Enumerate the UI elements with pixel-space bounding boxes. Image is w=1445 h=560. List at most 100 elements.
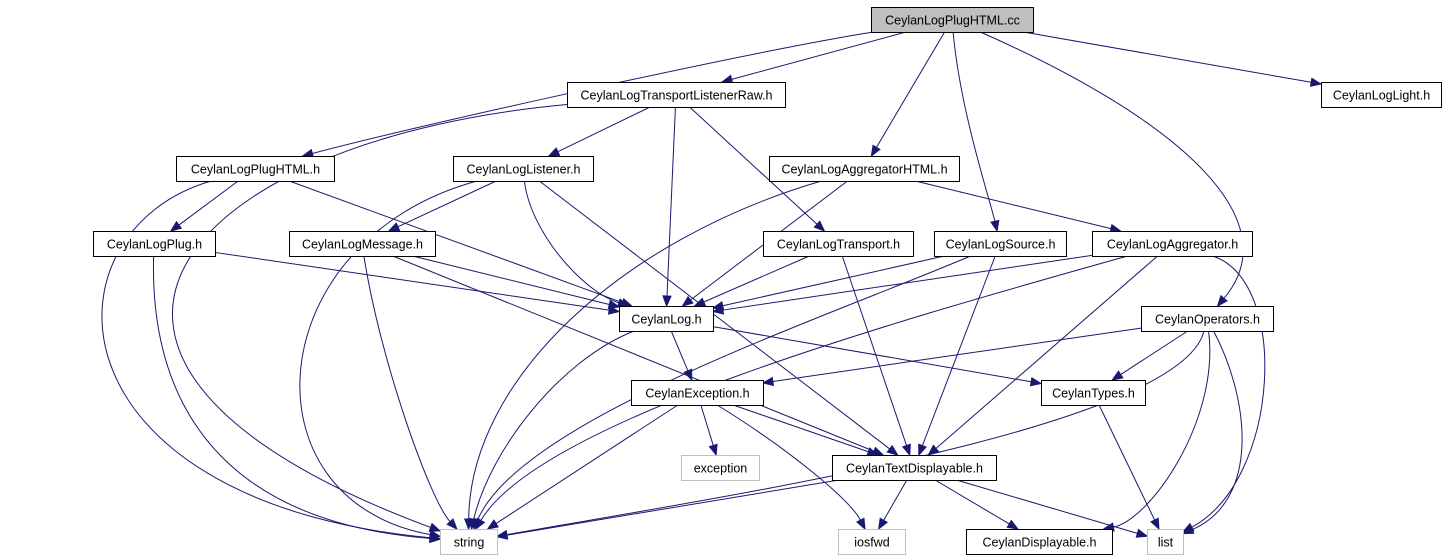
- edge-line: [1113, 330, 1211, 528]
- edge-log-to-types: [712, 326, 1043, 387]
- edge-line: [557, 106, 651, 153]
- edge-plughtml_cc-to-loglight: [1023, 31, 1323, 87]
- edge-line: [178, 180, 239, 226]
- node-plughtml-cc[interactable]: CeylanLogPlugHTML.cc: [871, 7, 1034, 33]
- edge-plughtml_h-to-plug: [169, 180, 239, 232]
- edge-plug-to-log: [214, 251, 621, 315]
- node-label: CeylanLogMessage.h: [302, 238, 423, 252]
- edge-arrowhead: [475, 517, 486, 531]
- edge-arrowhead: [901, 443, 911, 457]
- edge-line: [956, 479, 1138, 534]
- node-label: CeylanTextDisplayable.h: [846, 462, 983, 476]
- edge-plughtml_cc-to-aggregator_html: [870, 31, 946, 158]
- edge-line: [952, 31, 996, 222]
- node-label: CeylanLogListener.h: [467, 163, 581, 177]
- edge-textdisplayable-to-list_std: [956, 479, 1149, 538]
- edge-line: [876, 31, 946, 148]
- edge-plughtml_cc-to-transport_listener_raw: [720, 31, 907, 84]
- edge-transport_listener_raw-to-listener: [547, 106, 651, 157]
- edge-line: [980, 31, 1244, 299]
- node-textdisplayable[interactable]: CeylanTextDisplayable.h: [832, 455, 997, 481]
- edge-arrowhead: [387, 222, 401, 232]
- edge-aggregator-to-textdisplayable: [927, 255, 1158, 456]
- node-box: [440, 529, 498, 555]
- node-box: [681, 455, 760, 481]
- node-transport[interactable]: CeylanLogTransport.h: [763, 231, 914, 257]
- edge-arrowhead: [662, 295, 672, 308]
- edge-line: [539, 180, 891, 450]
- node-log[interactable]: CeylanLog.h: [619, 306, 714, 332]
- edge-line: [152, 255, 431, 539]
- edge-line: [883, 479, 908, 521]
- node-aggregator[interactable]: CeylanLogAggregator.h: [1092, 231, 1253, 257]
- node-label: CeylanOperators.h: [1155, 313, 1260, 327]
- edge-aggregator_html-to-aggregator: [915, 180, 1122, 234]
- edge-listener-to-textdisplayable: [539, 180, 899, 456]
- node-label: exception: [694, 462, 748, 476]
- node-box: [453, 156, 594, 182]
- edge-line: [1023, 31, 1312, 83]
- edge-arrowhead: [428, 522, 442, 532]
- edge-line: [731, 31, 907, 80]
- edge-line: [700, 404, 714, 446]
- edge-line: [1120, 330, 1189, 375]
- node-box: [769, 156, 960, 182]
- node-label: CeylanTypes.h: [1052, 387, 1135, 401]
- edge-line: [172, 104, 568, 528]
- edge-line: [392, 255, 875, 452]
- node-listener[interactable]: CeylanLogListener.h: [453, 156, 594, 182]
- node-transport-listener-raw[interactable]: CeylanLogTransportListenerRaw.h: [567, 82, 786, 108]
- node-box: [176, 156, 335, 182]
- node-box: [1147, 529, 1184, 555]
- node-box: [1141, 306, 1274, 332]
- node-plug[interactable]: CeylanLogPlug.h: [93, 231, 216, 257]
- node-label: CeylanLogTransport.h: [777, 238, 900, 252]
- edge-line: [468, 180, 822, 520]
- edge-line: [1191, 255, 1266, 528]
- edge-log-to-string_std: [469, 330, 635, 531]
- node-box: [631, 380, 764, 406]
- node-label: CeylanLogPlug.h: [107, 238, 202, 252]
- node-box: [1092, 231, 1253, 257]
- edge-line: [480, 255, 1128, 521]
- edge-line: [934, 479, 1010, 525]
- edge-log-to-exception_h: [670, 330, 693, 382]
- edge-message-to-log: [412, 255, 621, 309]
- edge-arrowhead: [918, 443, 927, 457]
- node-source[interactable]: CeylanLogSource.h: [934, 231, 1067, 257]
- node-box: [619, 306, 714, 332]
- node-aggregator-html[interactable]: CeylanLogAggregatorHTML.h: [769, 156, 960, 182]
- edge-line: [523, 180, 619, 304]
- edge-line: [722, 254, 1093, 311]
- edge-line: [772, 327, 1142, 382]
- edge-plug-to-string_std: [152, 255, 442, 544]
- edge-textdisplayable-to-string_std: [495, 479, 839, 540]
- edge-arrowhead: [990, 219, 1000, 233]
- node-exception-h[interactable]: CeylanException.h: [631, 380, 764, 406]
- edge-line: [299, 180, 478, 536]
- edge-listener-to-message: [387, 180, 497, 232]
- edge-arrowhead: [446, 518, 458, 530]
- edge-exception_h-to-textdisplayable: [733, 404, 880, 457]
- node-types[interactable]: CeylanTypes.h: [1041, 380, 1146, 406]
- node-box: [934, 231, 1067, 257]
- edge-line: [670, 330, 689, 371]
- edge-arrowhead: [708, 443, 718, 457]
- node-plughtml-h[interactable]: CeylanLogPlugHTML.h: [176, 156, 335, 182]
- edge-line: [1191, 330, 1243, 531]
- edge-arrowhead: [1006, 519, 1020, 530]
- edge-aggregator-to-log: [711, 254, 1093, 315]
- node-string-std: string: [440, 529, 498, 555]
- node-message[interactable]: CeylanLogMessage.h: [289, 231, 436, 257]
- edge-transport_listener_raw-to-string_std: [172, 104, 568, 532]
- edge-plughtml_cc-to-operators: [980, 31, 1244, 308]
- edge-line: [935, 255, 1158, 449]
- node-loglight[interactable]: CeylanLogLight.h: [1321, 82, 1442, 108]
- node-displayable[interactable]: CeylanDisplayable.h: [966, 529, 1113, 555]
- node-label: CeylanException.h: [645, 387, 749, 401]
- node-operators[interactable]: CeylanOperators.h: [1141, 306, 1274, 332]
- edge-arrowhead: [169, 220, 183, 232]
- edge-operators-to-displayable: [1102, 330, 1211, 532]
- edge-line: [841, 255, 908, 446]
